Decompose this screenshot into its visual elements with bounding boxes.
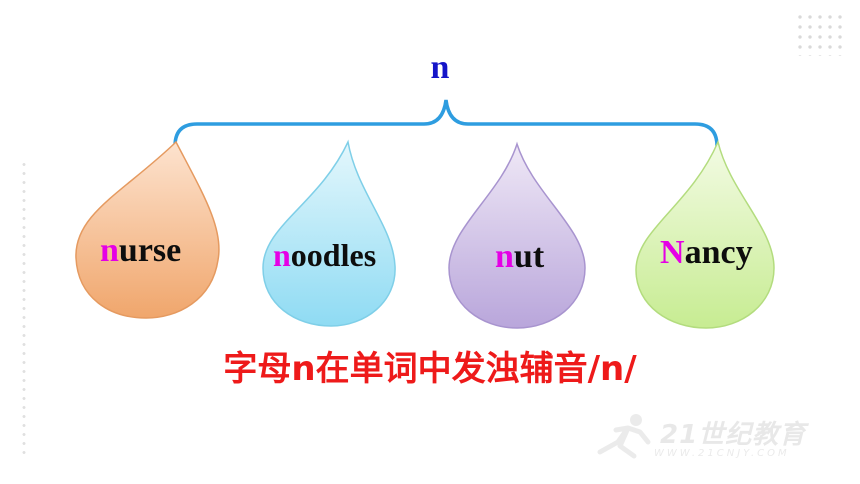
runner-icon bbox=[597, 414, 651, 459]
word-first-letter: n bbox=[100, 232, 119, 269]
word-nut: nut bbox=[495, 238, 544, 276]
caption: 字母n在单词中发浊辅音/n/ bbox=[223, 349, 637, 389]
word-rest: ancy bbox=[684, 234, 753, 271]
drop-shape bbox=[262, 139, 396, 327]
word-noodles: noodles bbox=[273, 236, 376, 274]
drop-noodles: noodles bbox=[261, 139, 397, 328]
word-nancy: Nancy bbox=[660, 234, 753, 272]
dot-grid-decoration bbox=[795, 12, 845, 56]
watermark-url: WWW.21CNJY.COM bbox=[654, 448, 790, 459]
dotted-line-decoration bbox=[22, 160, 26, 460]
word-rest: oodles bbox=[290, 237, 377, 273]
watermark-text: 21世纪教育 bbox=[660, 420, 807, 450]
word-first-letter: n bbox=[495, 238, 514, 275]
drop-shape bbox=[75, 140, 220, 319]
drop-shape bbox=[448, 141, 586, 329]
word-rest: urse bbox=[118, 232, 182, 269]
drop-nurse: nurse bbox=[74, 140, 220, 320]
top-letter: n bbox=[430, 49, 450, 86]
word-rest: ut bbox=[513, 238, 545, 275]
drop-shape bbox=[635, 139, 775, 329]
watermark-logo: 21世纪教育 WWW.21CNJY.COM bbox=[590, 412, 840, 462]
curly-brace bbox=[173, 99, 719, 148]
brace-path bbox=[173, 99, 719, 148]
word-first-letter: N bbox=[660, 234, 685, 271]
word-first-letter: n bbox=[273, 237, 291, 273]
drop-nancy: Nancy bbox=[634, 139, 776, 330]
word-nurse: nurse bbox=[100, 232, 181, 270]
drop-nut: nut bbox=[447, 141, 587, 330]
